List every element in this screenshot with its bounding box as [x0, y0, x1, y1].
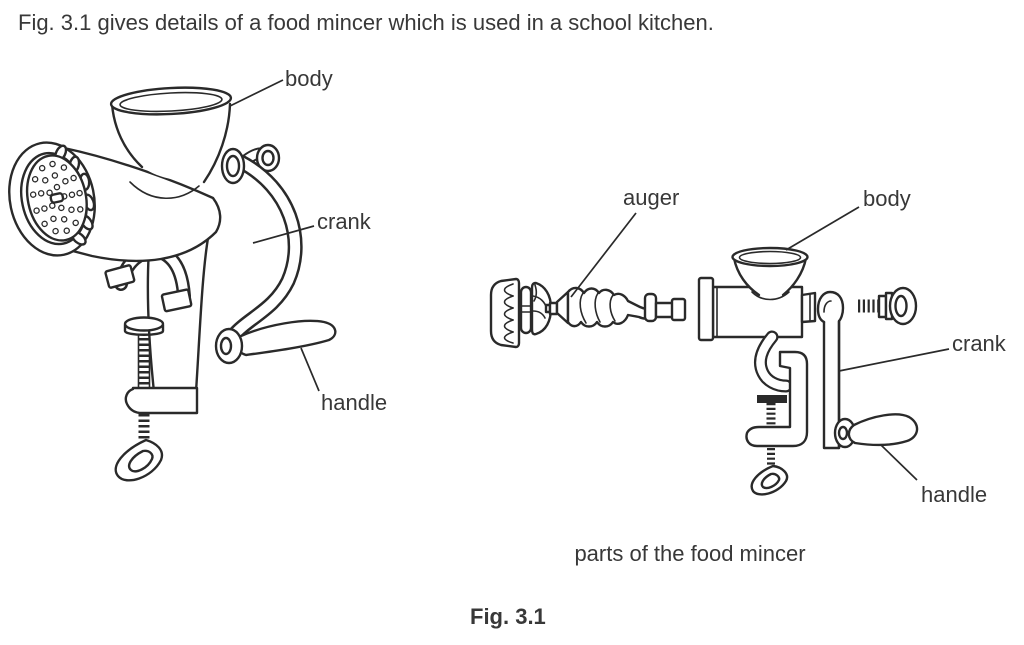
exploded-view-caption: parts of the food mincer — [574, 541, 806, 566]
part-crank — [816, 290, 919, 450]
leader-handle-left — [300, 347, 320, 392]
part-thumbscrew — [858, 286, 918, 326]
ring-nut-and-disc — [8, 141, 96, 257]
assembled-mincer-drawing — [8, 79, 337, 482]
clamp-foot — [124, 386, 199, 415]
label-crank-assembled: crank — [317, 209, 371, 234]
label-body-exploded: body — [863, 186, 911, 211]
exploded-parts-drawing — [489, 206, 950, 496]
part-auger — [544, 286, 687, 328]
label-crank-exploded: crank — [952, 331, 1006, 356]
leader-crank-right — [838, 348, 950, 372]
crank-arm — [220, 143, 303, 344]
leader-auger — [570, 212, 637, 298]
figure-number-label: Fig. 3.1 — [470, 604, 546, 629]
leader-body-left — [229, 79, 284, 107]
disc-hole-pattern — [29, 160, 84, 235]
leader-crank-left — [252, 225, 315, 244]
label-handle-exploded: handle — [921, 482, 988, 507]
part-cutting-plate — [519, 285, 533, 335]
clamp-screw — [114, 316, 165, 482]
leader-body-right — [785, 206, 860, 251]
label-body-assembled: body — [285, 66, 333, 91]
leader-handle-right — [880, 444, 918, 481]
hopper-funnel — [109, 86, 233, 200]
part-body — [697, 246, 817, 496]
label-auger: auger — [623, 185, 680, 210]
part-ring-nut — [489, 277, 521, 349]
crank-handle — [214, 319, 337, 365]
intro-text: Fig. 3.1 gives details of a food mincer … — [18, 10, 714, 35]
label-handle-assembled: handle — [321, 390, 388, 415]
